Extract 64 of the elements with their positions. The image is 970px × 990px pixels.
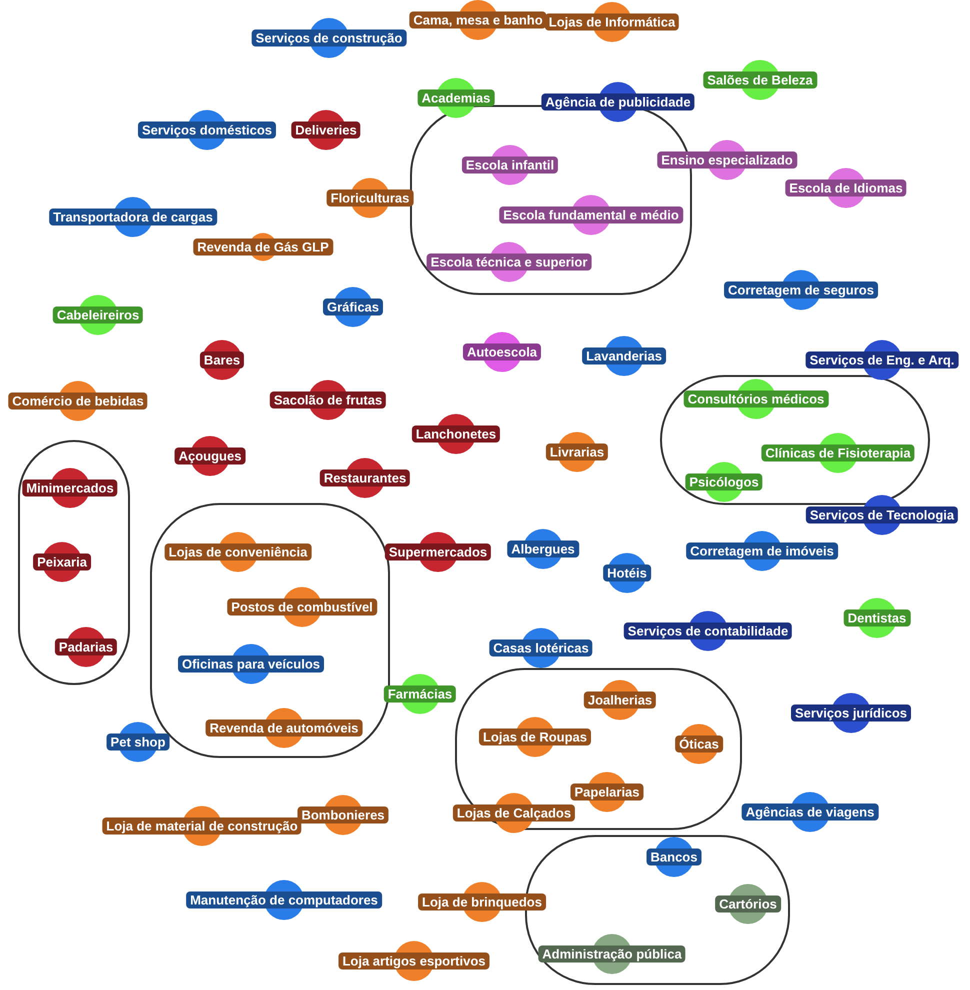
- node-label: Lojas de Informática: [544, 14, 680, 30]
- node-label: Loja de material de construção: [102, 818, 302, 834]
- node-label: Psicólogos: [685, 474, 763, 490]
- node-label: Administração pública: [538, 946, 686, 962]
- node-label: Academias: [418, 90, 494, 106]
- node-label: Escola infantil: [462, 156, 558, 174]
- node-label: Escola de Idiomas: [785, 180, 907, 196]
- node-label: Serviços domésticos: [138, 122, 276, 138]
- node-label: Lanchonetes: [412, 426, 500, 442]
- node-label: Oficinas para veículos: [178, 656, 324, 672]
- node-label: Agências de viagens: [742, 804, 878, 820]
- node-label: Albergues: [507, 540, 579, 558]
- node-label: Corretagem de seguros: [724, 282, 878, 298]
- node-label: Corretagem de imóveis: [686, 542, 838, 560]
- node-label: Supermercados: [384, 544, 492, 560]
- node-label: Cabeleireiros: [52, 306, 144, 324]
- node-label: Serviços de Eng. e Arq.: [806, 352, 958, 368]
- node-label: Serviços de contabilidade: [624, 622, 792, 640]
- node-label: Farmácias: [384, 686, 456, 702]
- node-label: Lojas de Calçados: [452, 804, 576, 822]
- node-label: Transportadora de cargas: [49, 208, 217, 226]
- node-label: Clínicas de Fisioterapia: [761, 444, 915, 462]
- node-label: Açougues: [174, 448, 246, 464]
- node-label: Lojas de conveniência: [164, 544, 312, 560]
- node-label: Ensino especializado: [657, 152, 797, 168]
- group-outline: [660, 375, 930, 505]
- node-label: Postos de combustível: [227, 598, 377, 616]
- node-label: Escola fundamental e médio: [499, 206, 683, 224]
- node-label: Agência de publicidade: [541, 94, 695, 110]
- node-label: Lavanderias: [582, 348, 666, 364]
- node-label: Autoescola: [462, 344, 542, 360]
- node-label: Livrarias: [546, 444, 608, 460]
- node-label: Cartórios: [715, 896, 781, 912]
- group-outline: [455, 668, 742, 830]
- node-label: Bancos: [646, 848, 702, 866]
- node-label: Sacolão de frutas: [270, 392, 386, 408]
- node-label: Cama, mesa e banho: [409, 12, 547, 28]
- node-label: Lojas de Roupas: [478, 728, 592, 746]
- node-label: Serviços de construção: [252, 30, 406, 46]
- node-label: Manutenção de computadores: [186, 892, 382, 908]
- node-label: Serviços de Tecnologia: [806, 506, 958, 524]
- node-label: Padarias: [54, 638, 118, 656]
- node-label: Revenda de Gás GLP: [193, 238, 333, 256]
- node-label: Gráficas: [322, 298, 384, 316]
- node-label: Restaurantes: [320, 470, 410, 486]
- node-label: Salões de Beleza: [703, 72, 817, 88]
- node-label: Consultórios médicos: [684, 390, 828, 408]
- node-label: Floriculturas: [326, 190, 414, 206]
- node-label: Dentistas: [844, 610, 910, 626]
- node-label: Revenda de automóveis: [206, 720, 362, 736]
- node-label: Minimercados: [22, 480, 118, 496]
- node-label: Bombonieres: [297, 806, 389, 824]
- node-label: Escola técnica e superior: [426, 254, 592, 270]
- group-outline: [18, 440, 130, 685]
- node-label: Deliveries: [291, 122, 361, 138]
- node-label: Loja artigos esportivos: [338, 952, 490, 970]
- node-label: Serviços jurídicos: [791, 704, 911, 722]
- node-label: Pet shop: [106, 734, 170, 750]
- node-label: Papelarias: [570, 784, 644, 800]
- node-label: Loja de brinquedos: [418, 894, 546, 910]
- node-label: Peixaria: [33, 554, 91, 570]
- node-label: Joalherias: [584, 692, 656, 708]
- node-label: Comércio de bebidas: [8, 392, 148, 410]
- node-label: Casas lotéricas: [489, 640, 593, 656]
